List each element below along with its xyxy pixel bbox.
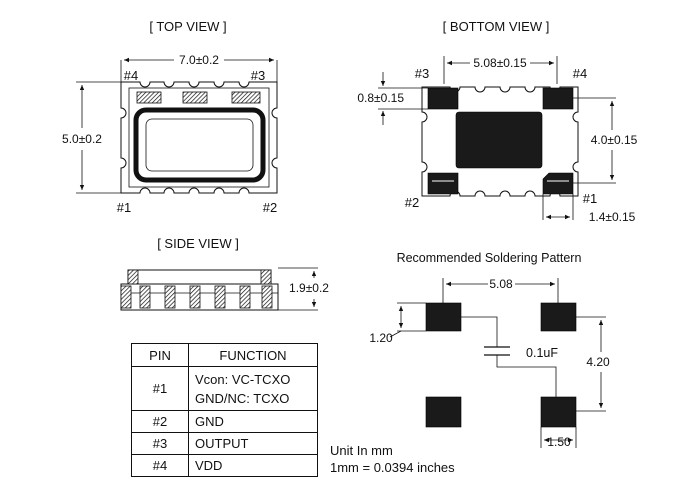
solder-pad-top-left xyxy=(425,302,462,332)
bottom-pin4-label: #4 xyxy=(573,66,587,81)
top-pad-right xyxy=(231,91,261,104)
top-width-dim: 7.0±0.2 xyxy=(179,53,219,67)
pin-cell: #2 xyxy=(131,410,189,433)
function-cell: Vcon: VC-TCXO GND/NC: TCXO xyxy=(188,366,318,411)
top-height-dim: 5.0±0.2 xyxy=(62,132,102,146)
side-lid xyxy=(127,269,272,285)
bottom-pin3-label: #3 xyxy=(415,66,429,81)
table-header-row: PIN FUNCTION xyxy=(131,343,318,367)
bottom-view: [ BOTTOM VIEW ] 5.08±0.15 0.8±0.15 4.0±0… xyxy=(357,19,637,224)
top-pad-middle xyxy=(182,91,208,104)
top-pin3-label: #3 xyxy=(251,68,265,83)
units-line: Unit In mm xyxy=(330,443,393,458)
pin-function-table: PIN FUNCTION #1 Vcon: VC-TCXO GND/NC: TC… xyxy=(131,343,318,477)
function-line: Vcon: VC-TCXO xyxy=(195,371,291,387)
soldering-pad-width-dim: 1.50 xyxy=(547,435,571,449)
bottom-pin2-label: #2 xyxy=(405,195,419,210)
soldering-height-dim: 4.20 xyxy=(586,355,610,369)
bottom-height-dim: 4.0±0.15 xyxy=(591,133,638,147)
top-lid xyxy=(133,107,266,183)
bottom-pad-1 xyxy=(542,172,574,195)
bottom-center-pad xyxy=(455,111,543,169)
solder-pad-bottom-right xyxy=(540,396,577,428)
bottom-pad-4 xyxy=(542,87,574,110)
bottom-pad-3 xyxy=(427,87,459,110)
units-note: Unit In mm 1mm = 0.0394 inches xyxy=(330,442,455,476)
table-row: #4 VDD xyxy=(131,454,318,477)
soldering-pattern: Recommended Soldering Pattern 5.08 1.20 … xyxy=(369,251,610,449)
side-view-title: [ SIDE VIEW ] xyxy=(157,236,239,251)
soldering-pad-height-dim: 1.20 xyxy=(369,331,393,345)
bottom-pin1-label: #1 xyxy=(583,191,597,206)
top-pad-left xyxy=(136,91,162,104)
pin-cell: #3 xyxy=(131,432,189,455)
pin-header: PIN xyxy=(131,343,189,367)
function-cell: OUTPUT xyxy=(188,432,318,455)
solder-pad-bottom-left xyxy=(425,396,462,428)
units-conversion: 1mm = 0.0394 inches xyxy=(330,460,455,475)
top-pin4-label: #4 xyxy=(124,68,138,83)
bottom-pad-2 xyxy=(427,172,459,195)
top-view-title: [ TOP VIEW ] xyxy=(149,19,226,34)
function-line: GND/NC: TCXO xyxy=(195,390,290,406)
bottom-pad-height-dim: 0.8±0.15 xyxy=(357,91,404,105)
bottom-view-title: [ BOTTOM VIEW ] xyxy=(443,19,550,34)
top-pin2-label: #2 xyxy=(263,200,277,215)
pin-cell: #4 xyxy=(131,454,189,477)
bottom-pad-width-dim: 1.4±0.15 xyxy=(589,210,636,224)
top-view: [ TOP VIEW ] 7.0±0.2 5.0±0.2 #4 #3 #1 #2 xyxy=(62,19,278,215)
solder-pad-top-right xyxy=(540,302,577,332)
side-height-dim: 1.9±0.2 xyxy=(289,281,329,295)
table-row: #1 Vcon: VC-TCXO GND/NC: TCXO xyxy=(131,366,318,411)
function-cell: VDD xyxy=(188,454,318,477)
pin-cell: #1 xyxy=(131,366,189,411)
function-header: FUNCTION xyxy=(188,343,318,367)
table-row: #3 OUTPUT xyxy=(131,432,318,455)
top-pin1-label: #1 xyxy=(117,200,131,215)
soldering-pitch-dim: 5.08 xyxy=(489,277,513,291)
side-view: [ SIDE VIEW ] 1.9±0.2 xyxy=(120,236,329,311)
top-package-outline xyxy=(120,81,278,194)
soldering-title: Recommended Soldering Pattern xyxy=(397,251,582,265)
capacitor-label: 0.1uF xyxy=(526,346,558,360)
table-row: #2 GND xyxy=(131,410,318,433)
bottom-pitch-dim: 5.08±0.15 xyxy=(473,56,527,70)
function-cell: GND xyxy=(188,410,318,433)
